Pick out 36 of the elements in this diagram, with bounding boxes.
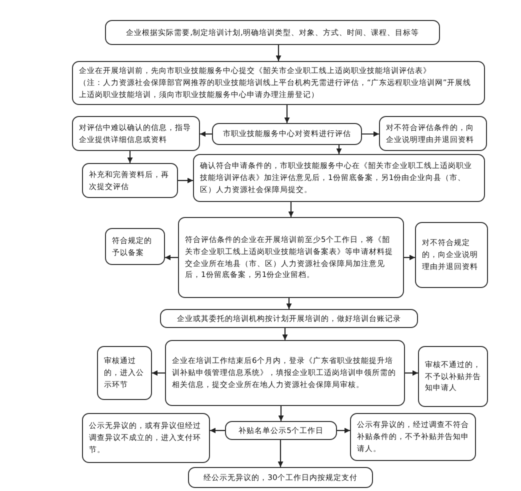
process-box	[165, 340, 405, 406]
process-box	[72, 116, 200, 151]
arrow	[210, 428, 225, 434]
arrow	[336, 145, 342, 154]
arrow	[200, 131, 212, 137]
arrow	[404, 254, 415, 260]
process-box	[97, 346, 152, 400]
arrow	[165, 254, 178, 260]
process-box	[105, 228, 165, 265]
process-box	[225, 421, 337, 440]
arrow	[362, 131, 379, 137]
process-box	[415, 222, 488, 288]
process-box	[212, 123, 362, 145]
arrow	[276, 45, 282, 61]
arrow	[278, 440, 284, 467]
process-box	[160, 309, 418, 328]
process-box	[72, 61, 485, 105]
process-box	[82, 163, 178, 198]
process-box	[178, 217, 404, 298]
process-box	[82, 413, 210, 463]
arrow	[127, 151, 133, 163]
arrow	[282, 328, 288, 340]
process-box	[418, 346, 488, 407]
arrow	[152, 370, 165, 376]
process-box	[379, 116, 487, 151]
arrow	[286, 298, 292, 309]
arrow	[405, 370, 418, 376]
arrow	[278, 406, 284, 421]
process-box	[350, 413, 476, 461]
process-box	[105, 20, 440, 45]
arrow	[284, 105, 290, 123]
process-box	[193, 154, 485, 202]
arrow	[288, 202, 294, 217]
process-box	[188, 467, 373, 488]
arrow	[178, 178, 193, 184]
arrow	[337, 428, 350, 434]
